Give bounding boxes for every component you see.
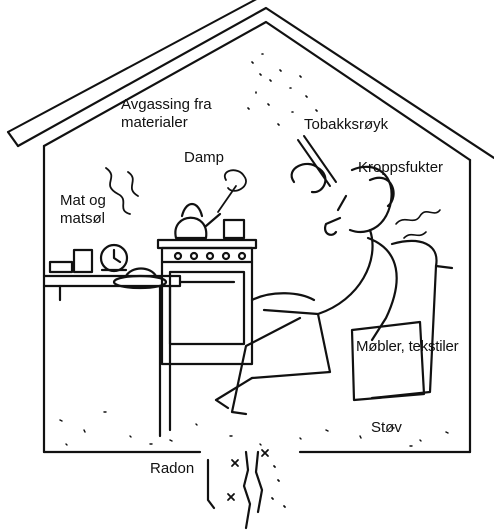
label-mobler: Møbler, tekstiler	[356, 338, 458, 355]
label-radon: Radon	[150, 460, 194, 477]
body-moisture	[396, 210, 440, 238]
food-steam	[106, 168, 138, 214]
label-stov: Støv	[371, 419, 402, 436]
kettle-icon	[175, 204, 244, 238]
label-avgassing-line1: Avgassing fra	[121, 96, 212, 113]
table-icon	[44, 276, 180, 436]
armchair-icon	[352, 241, 452, 400]
label-avgassing-line2: materialer	[121, 114, 188, 131]
pipe-icon	[292, 136, 340, 235]
label-mat-line1: Mat og	[60, 192, 106, 209]
label-damp: Damp	[184, 149, 224, 166]
label-tobakksroyk: Tobakksrøyk	[304, 116, 388, 133]
attic-particles	[248, 54, 317, 125]
stove-icon	[158, 240, 256, 364]
tableware	[50, 245, 166, 288]
clock-icon	[101, 245, 127, 271]
damp-steam	[218, 170, 246, 212]
label-mat-line2: matsøl	[60, 210, 105, 227]
label-kroppsfukter: Kroppsfukter	[358, 159, 443, 176]
